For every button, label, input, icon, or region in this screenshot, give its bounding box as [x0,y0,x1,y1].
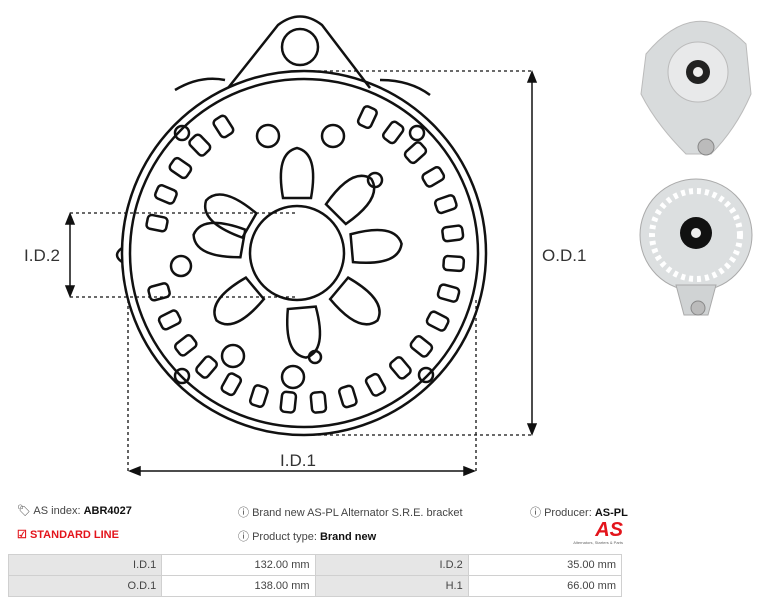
vent-slot [433,194,458,215]
as-index: 🏷︎ AS index: ABR4027 [17,505,132,517]
product-type: ⓘ Product type: Brand new [238,531,377,543]
vent-slot [145,213,169,233]
vent-slot [147,282,171,302]
vent-slot [441,224,465,243]
vent-slot [337,384,358,409]
petal-opening [279,146,315,200]
vent-slot [381,120,405,145]
info-icon: ⓘ [238,531,249,543]
vent-slot [425,310,450,332]
petal-opening [213,276,266,326]
vent-slot [195,355,219,379]
info-icon: ⓘ [530,507,541,519]
vent-slot [248,384,269,408]
od1-label: O.D.1 [542,246,586,265]
vent-slot [436,283,461,303]
petal-opening [192,221,247,259]
vent-slot [389,356,412,380]
info-icon: ⓘ [238,507,249,519]
center-bore [248,204,346,302]
specs-table: I.D.1 132.00 mm I.D.2 35.00 mm O.D.1 138… [7,554,623,597]
standard-line: ☑ STANDARD LINE [17,529,119,541]
id2-label: I.D.2 [24,246,60,265]
vent-slot [168,156,193,180]
petal-opening [285,305,322,359]
petal-opening [349,228,403,265]
table-row: O.D.1 138.00 mm H.1 66.00 mm [7,575,623,597]
vent-slot [220,372,243,397]
vent-slot [188,133,212,157]
product-photo-back [640,20,752,156]
tags-icon: 🏷︎ [17,505,31,517]
id1-label: I.D.1 [280,451,316,470]
technical-drawing: O.D.1 I.D.2 I.D.1 [24,15,586,477]
vent-slot [212,114,235,139]
vent-slot [409,335,434,358]
petal-opening [203,193,258,240]
as-pl-logo: AS Alternators, Starters & Parts [573,519,623,545]
vent-slot [356,105,378,130]
vent-slot [403,141,428,165]
vent-slot [153,184,178,205]
vent-slot [279,390,298,414]
outer-rim [120,69,488,437]
vent-slot [421,165,446,188]
product-photo-front [639,178,753,316]
lug-hole [280,27,320,67]
vent-slot [364,372,387,397]
table-row: I.D.1 132.00 mm I.D.2 35.00 mm [7,554,623,576]
vent-slot [157,309,182,331]
vent-slot [442,254,466,273]
mounting-lug [227,15,371,89]
inner-rim [128,77,480,429]
checkbox-icon: ☑ [17,529,27,541]
vent-slot [173,334,198,357]
vent-slot [309,390,328,414]
producer: ⓘ Producer: AS-PL [530,507,628,519]
petal-opening [328,276,381,326]
petal-opening [324,174,376,226]
description: ⓘ Brand new AS-PL Alternator S.R.E. brac… [238,507,463,519]
